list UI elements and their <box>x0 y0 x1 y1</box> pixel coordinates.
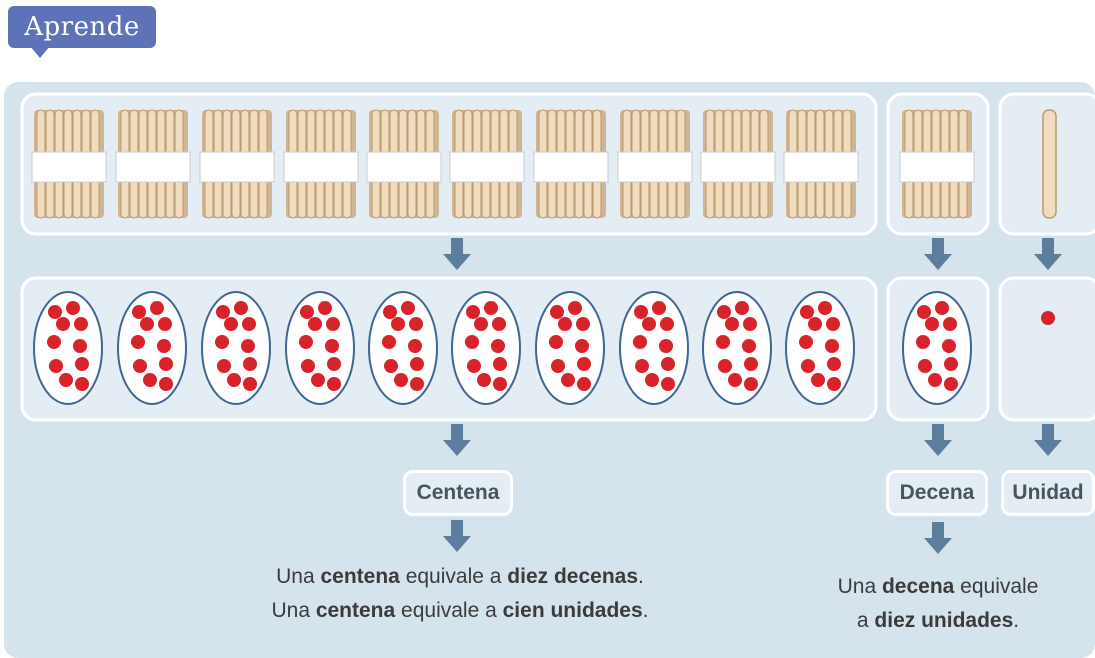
caption-bold: cien unidades <box>502 599 643 622</box>
bundle-of-sticks-icon <box>700 109 776 219</box>
dot-group-icon <box>33 291 103 405</box>
decena-label: Decena <box>886 470 988 516</box>
caption-text: Una <box>837 575 882 598</box>
caption-text: equivale a <box>395 599 503 622</box>
single-stick-icon <box>1042 109 1057 219</box>
decena-caption-line-1: Una decena equivale <box>800 570 1076 604</box>
dot-group-icon <box>619 291 689 405</box>
caption-bold: decena <box>881 575 955 598</box>
dot-group-icon <box>785 291 855 405</box>
dot-group-icon <box>702 291 772 405</box>
caption-text: a <box>856 609 875 632</box>
bundle-of-sticks-icon <box>366 109 442 219</box>
centena-label-text: Centena <box>416 481 500 504</box>
dot-group-icon <box>368 291 438 405</box>
unidad-label-text: Unidad <box>1012 481 1084 504</box>
bundle-of-sticks-icon <box>449 109 525 219</box>
dot-group-icon <box>201 291 271 405</box>
caption-text: . <box>1013 609 1020 632</box>
bundle-of-sticks-icon <box>199 109 275 219</box>
centena-caption-line-1: Una centena equivale a diez decenas. <box>180 560 740 594</box>
unidad-label: Unidad <box>1001 470 1095 516</box>
caption-text: Una <box>271 599 316 622</box>
decena-caption: Una decena equivale a diez unidades. <box>800 570 1076 638</box>
decena-label-text: Decena <box>899 481 975 504</box>
dot-group-icon <box>285 291 355 405</box>
decena-caption-line-2: a diez unidades. <box>800 604 1076 638</box>
caption-text: equivale a <box>399 565 508 588</box>
caption-text: . <box>638 565 644 588</box>
bundle-of-sticks-icon <box>283 109 359 219</box>
caption-text: equivale <box>954 575 1039 598</box>
bundle-of-sticks-icon <box>899 109 975 219</box>
caption-text: Una <box>276 565 321 588</box>
caption-bold: centena <box>315 599 396 622</box>
caption-bold: diez decenas <box>507 565 639 588</box>
dot-group-icon <box>535 291 605 405</box>
caption-bold: diez unidades <box>874 609 1014 632</box>
aprende-tag: Aprende <box>8 6 156 48</box>
centena-caption-line-2: Una centena equivale a cien unidades. <box>180 594 740 628</box>
caption-bold: centena <box>320 565 400 588</box>
dot-group-icon <box>451 291 521 405</box>
bundle-of-sticks-icon <box>115 109 191 219</box>
dot-group-icon <box>902 291 972 405</box>
dot-group-icon <box>117 291 187 405</box>
tag-pointer <box>30 46 50 58</box>
aprende-title: Aprende <box>24 12 140 42</box>
unidad-dot-box <box>998 276 1095 422</box>
centena-label: Centena <box>403 470 513 516</box>
bundle-of-sticks-icon <box>533 109 609 219</box>
single-dot-icon <box>1041 311 1055 325</box>
bundle-of-sticks-icon <box>783 109 859 219</box>
caption-text: . <box>642 599 649 622</box>
bundle-of-sticks-icon <box>31 109 107 219</box>
bundle-of-sticks-icon <box>617 109 693 219</box>
centena-caption: Una centena equivale a diez decenas. Una… <box>180 560 740 628</box>
